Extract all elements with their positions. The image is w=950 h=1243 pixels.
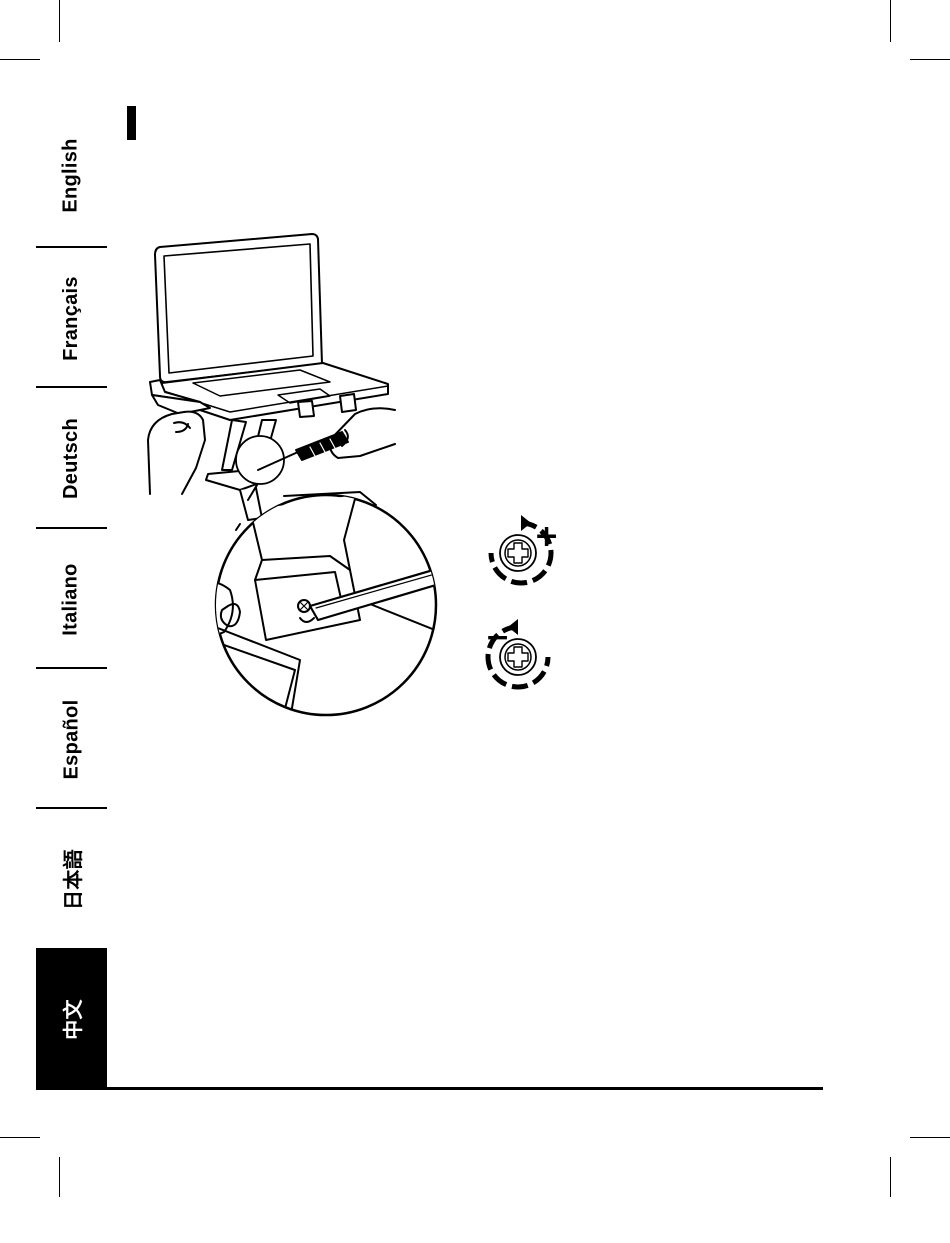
minus-symbol: − bbox=[485, 620, 510, 655]
laptop-icon bbox=[155, 234, 388, 420]
detail-zoom-circle bbox=[200, 485, 460, 720]
plus-symbol: + bbox=[534, 519, 559, 554]
